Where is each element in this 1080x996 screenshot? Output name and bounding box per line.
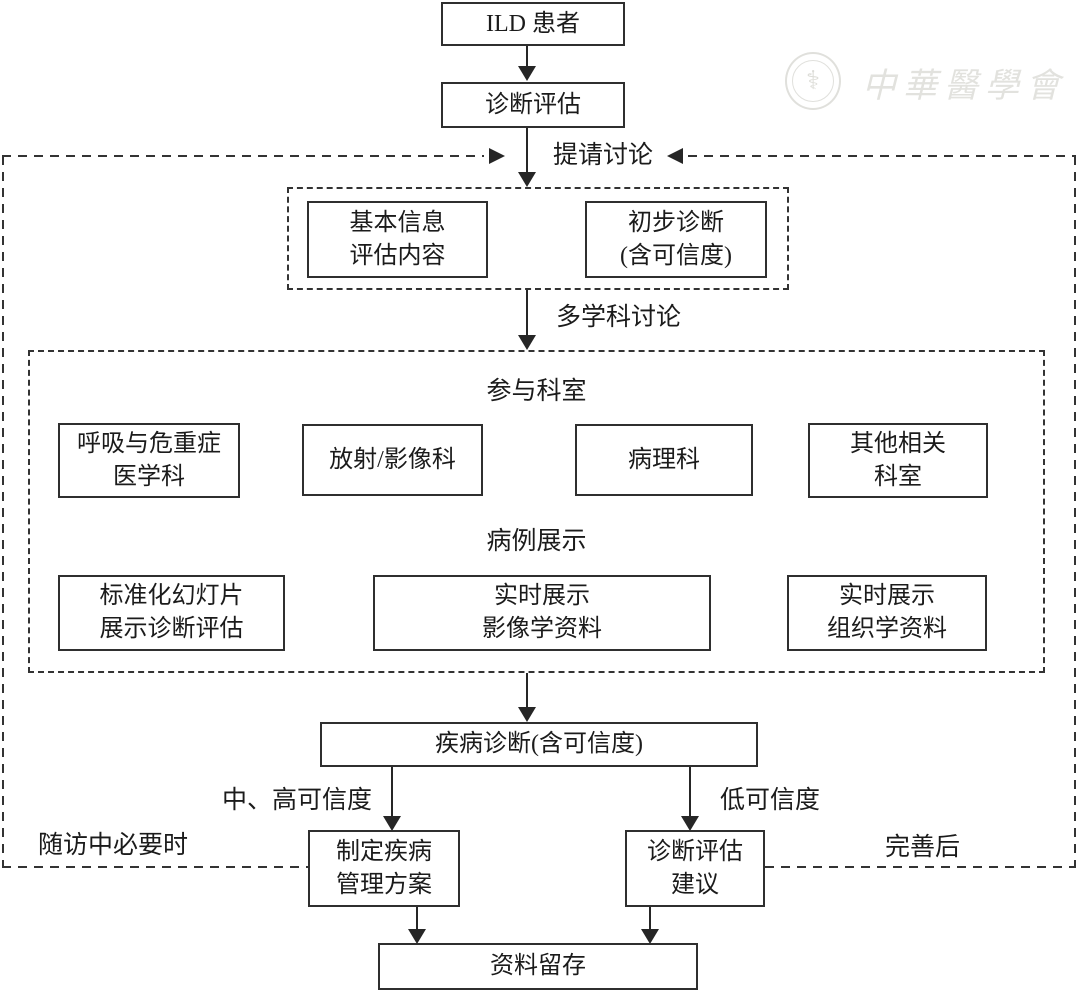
arrow-shaft-3: [526, 290, 528, 336]
label-after-completion: 完善后: [885, 834, 961, 861]
node-diagnosis-assessment: 诊断评估: [441, 82, 625, 128]
feedback-frame-top-left: [2, 155, 484, 157]
node-preliminary-diagnosis: 初步诊断 (含可信度): [585, 201, 767, 278]
feedback-frame-bottom-left: [2, 866, 308, 868]
feedback-frame-left: [2, 156, 4, 868]
branch-arrowhead-left-icon: [383, 816, 401, 831]
label-followup-when-necessary: 随访中必要时: [38, 832, 189, 859]
arrowhead-down-5-icon: [408, 929, 426, 944]
watermark-org-name: 中華醫學會: [862, 68, 1067, 105]
arrowhead-down-6-icon: [641, 929, 659, 944]
presentation-title: 病例展示: [486, 528, 587, 555]
caduceus-icon: ⚕: [792, 60, 834, 102]
arrowhead-down-3-icon: [518, 335, 536, 350]
arrow-shaft-4: [526, 673, 528, 708]
discussion-panel: [287, 187, 789, 290]
node-assessment-advice: 诊断评估 建议: [625, 830, 765, 907]
node-data-retention: 资料留存: [378, 943, 698, 990]
node-management-plan: 制定疾病 管理方案: [308, 830, 460, 907]
arrowhead-down-4-icon: [518, 707, 536, 722]
feedback-frame-right: [1074, 156, 1076, 868]
node-dept-other: 其他相关 科室: [808, 423, 988, 498]
node-presentation-histology: 实时展示 组织学资料: [787, 575, 987, 651]
feedback-arrowhead-right-icon: [489, 148, 505, 164]
branch-shaft-right: [689, 767, 691, 817]
node-presentation-imaging: 实时展示 影像学资料: [373, 575, 711, 651]
label-low-confidence: 低可信度: [720, 787, 821, 814]
branch-shaft-left: [391, 767, 393, 817]
branch-arrowhead-right-icon: [681, 816, 699, 831]
node-dept-radiology: 放射/影像科: [302, 424, 483, 496]
feedback-arrowhead-left-icon: [667, 148, 683, 164]
node-ild-patient: ILD 患者: [441, 2, 625, 46]
arrowhead-down-1-icon: [518, 66, 536, 81]
feedback-frame-top-right: [688, 155, 1076, 157]
node-dept-pulmonary: 呼吸与危重症 医学科: [58, 423, 240, 498]
arrowhead-down-2-icon: [518, 172, 536, 187]
node-presentation-slides: 标准化幻灯片 展示诊断评估: [58, 575, 285, 651]
label-mid-high-confidence: 中、高可信度: [222, 787, 373, 814]
mdt-panel: [28, 350, 1045, 673]
node-disease-diagnosis: 疾病诊断(含可信度): [320, 722, 758, 767]
label-request-discussion: 提请讨论: [553, 142, 654, 169]
label-mdt-discussion: 多学科讨论: [556, 304, 682, 331]
arrow-shaft-2: [526, 128, 528, 173]
arrow-shaft-1: [526, 46, 528, 68]
departments-title: 参与科室: [486, 378, 587, 405]
node-basic-info: 基本信息 评估内容: [307, 201, 488, 278]
arrow-shaft-5: [416, 907, 418, 930]
feedback-frame-bottom-right: [765, 866, 1076, 868]
node-dept-pathology: 病理科: [575, 424, 753, 496]
arrow-shaft-6: [649, 907, 651, 930]
cma-seal-icon: ⚕: [785, 52, 841, 110]
